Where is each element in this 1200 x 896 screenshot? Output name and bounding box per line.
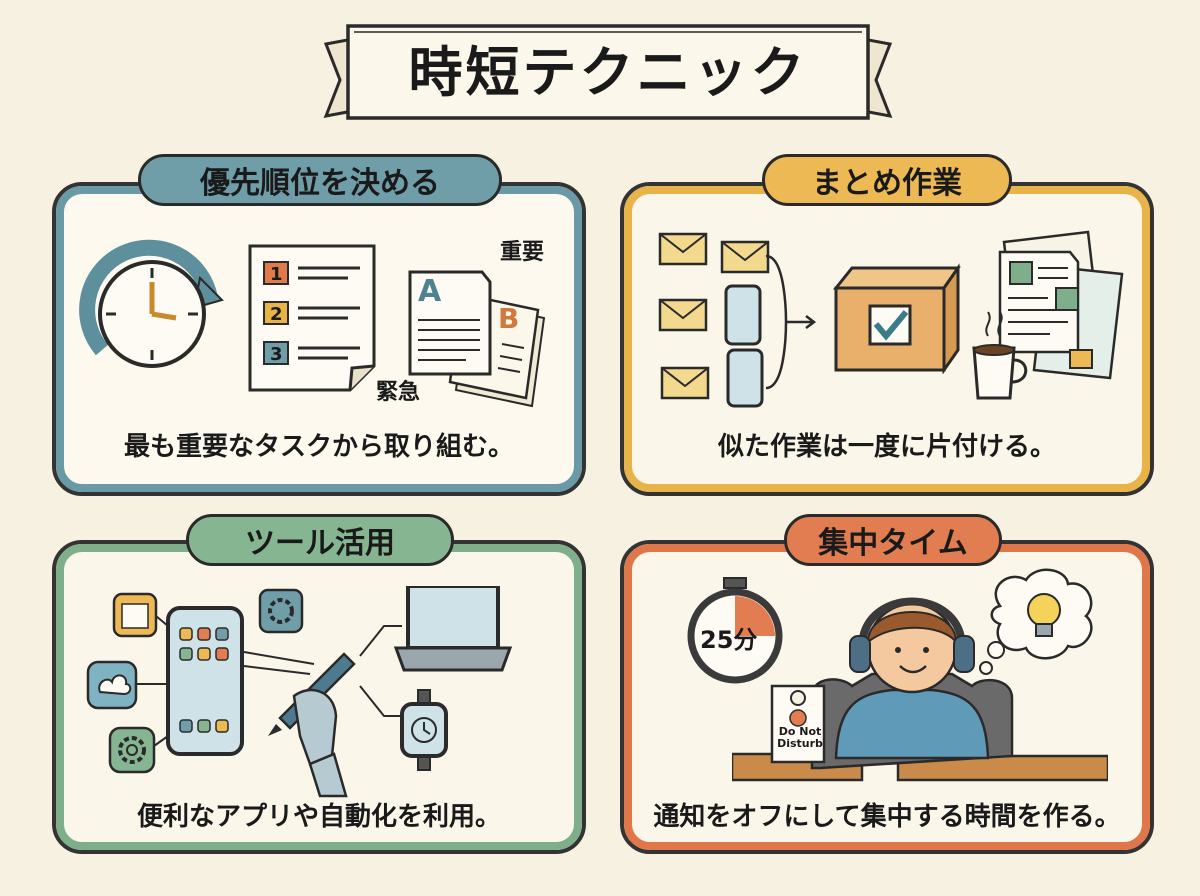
box-icon — [832, 263, 961, 374]
heading-batch-work: まとめ作業 — [762, 154, 1012, 206]
cloud-icon — [86, 660, 138, 710]
checklist-icon — [248, 244, 376, 392]
timer-label: 25分 — [700, 626, 758, 654]
clock-icon — [79, 239, 224, 368]
door-hanger-text-2: Disturb — [777, 737, 823, 750]
title-banner: 時短テクニック — [318, 18, 898, 130]
label-urgent: 緊急 — [376, 380, 421, 405]
caption-focus-time: 通知をオフにして集中する時間を作る。 — [653, 802, 1121, 832]
stopwatch-icon — [687, 577, 783, 684]
gear-icon-top — [258, 588, 304, 634]
coffee-icon — [972, 230, 1124, 400]
tools-illustration — [86, 586, 513, 798]
caption-priorities: 最も重要なタスクから取り組む。 — [123, 432, 514, 462]
caption-batch-work: 似た作業は一度に片付ける。 — [717, 432, 1056, 462]
doc-label-a: A — [418, 274, 442, 309]
label-important: 重要 — [500, 240, 545, 265]
calendar-icon — [112, 592, 158, 638]
laptop-icon — [393, 586, 513, 672]
door-hanger-text-1: Do Not — [778, 725, 822, 738]
list-number-2: 2 — [270, 304, 283, 325]
headphones-person-icon — [732, 568, 1108, 782]
door-hanger-icon — [770, 684, 826, 764]
ribbon-shape — [323, 24, 893, 120]
heading-tools: ツール活用 — [186, 514, 454, 566]
heading-focus-time: 集中タイム — [784, 514, 1002, 566]
list-number-3: 3 — [270, 344, 283, 365]
robot-hand-icon — [268, 652, 356, 798]
doc-label-b: B — [498, 302, 520, 335]
envelope-icon — [658, 232, 816, 408]
phone-icon — [166, 606, 244, 756]
lightbulb-icon — [979, 568, 1093, 675]
documents-icon — [408, 270, 546, 408]
heading-priorities: 優先順位を決める — [138, 154, 502, 206]
gear-icon — [108, 726, 156, 774]
caption-tools: 便利なアプリや自動化を利用。 — [136, 802, 501, 832]
smartwatch-icon — [400, 689, 448, 771]
list-number-1: 1 — [270, 264, 283, 285]
page-title: 時短テクニック — [408, 40, 808, 104]
